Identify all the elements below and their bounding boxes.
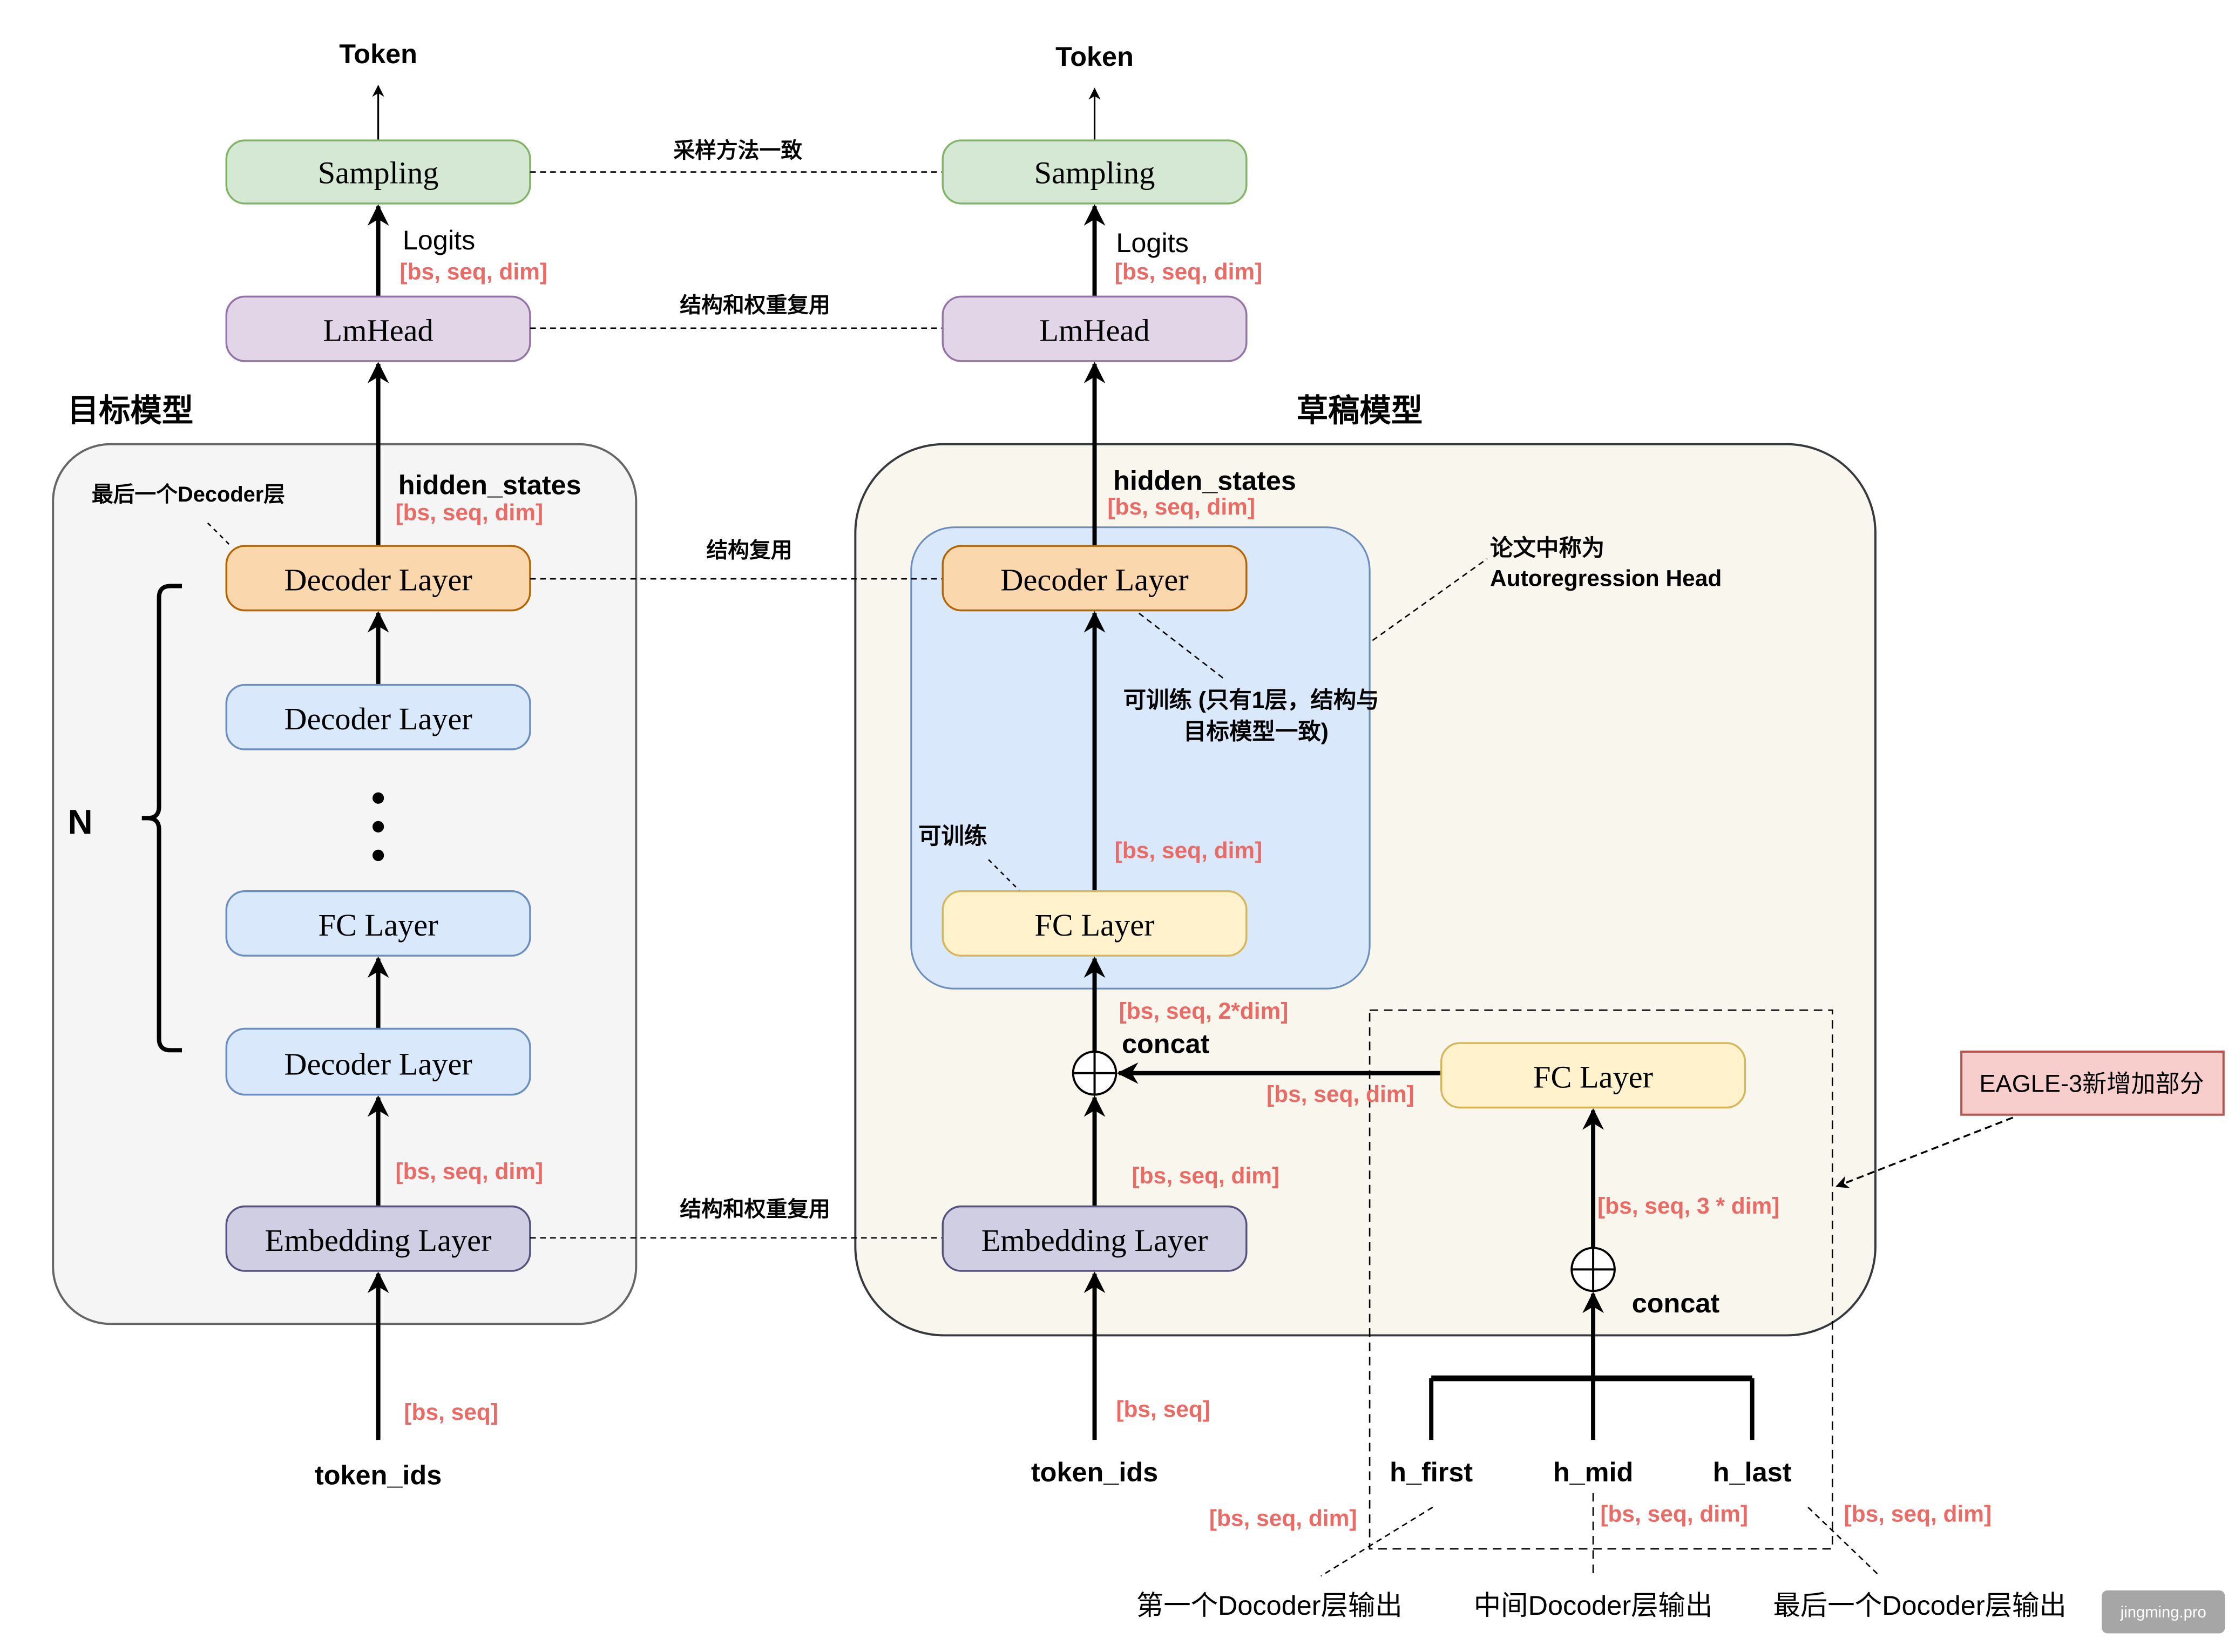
eagle3-concat-label: concat xyxy=(1632,1288,1720,1318)
h-mid-label: h_mid xyxy=(1553,1457,1633,1487)
draft-concat-label: concat xyxy=(1122,1028,1210,1059)
h-first-shape: [bs, seq, dim] xyxy=(1209,1505,1357,1531)
autoregression-note-leader xyxy=(1372,558,1488,641)
h-last-desc: 最后一个Docoder层输出 xyxy=(1773,1590,2066,1621)
decoder-note-leader xyxy=(1138,612,1227,681)
h-last-label: h_last xyxy=(1713,1457,1792,1487)
draft-lmhead-box xyxy=(942,295,1248,362)
target-embedding-layer-label: Embedding Layer xyxy=(265,1223,492,1258)
autoregression-head-container xyxy=(910,526,1371,990)
target-fc-layer-label: FC Layer xyxy=(319,908,438,943)
h-last-desc-leader xyxy=(1807,1506,1880,1577)
target-input-shape: [bs, seq] xyxy=(404,1399,498,1425)
draft-embedding-layer-label: Embedding Layer xyxy=(981,1223,1208,1258)
target-lmhead-label: LmHead xyxy=(323,313,433,348)
h-first-desc: 第一个Docoder层输出 xyxy=(1136,1590,1403,1621)
draft-embedding-layer xyxy=(942,1205,1248,1272)
target-model-title: 目标模型 xyxy=(67,393,193,428)
watermark-badge xyxy=(2102,1590,2225,1634)
draft-hidden-states-shape: [bs, seq, dim] xyxy=(1107,494,1255,519)
eagle3-new-part-region xyxy=(1369,1009,1833,1550)
embedding-link-label: 结构和权重复用 xyxy=(680,1197,830,1221)
eagle3-fc-layer xyxy=(1440,1042,1746,1109)
target-decoder-layer xyxy=(225,683,531,750)
autoregression-note-line2: Autoregression Head xyxy=(1490,565,1722,591)
draft-model-title: 草稿模型 xyxy=(1297,393,1423,428)
target-decoder-layer-label: Decoder Layer xyxy=(284,701,472,736)
ellipsis-dot xyxy=(372,849,384,862)
eagle3-fc-layer-label: FC Layer xyxy=(1533,1059,1653,1094)
draft-embedding-out-shape: [bs, seq, dim] xyxy=(1132,1163,1280,1188)
target-hidden-states-label: hidden_states xyxy=(398,470,581,500)
h-mid-shape: [bs, seq, dim] xyxy=(1600,1501,1748,1526)
draft-fc-out-shape: [bs, seq, dim] xyxy=(1115,838,1263,863)
draft-fc-layer xyxy=(942,890,1248,957)
target-output-token-label: Token xyxy=(339,38,417,69)
eagle3-callout-arrow xyxy=(1835,1116,2014,1188)
target-decoder-layer-first-label: Decoder Layer xyxy=(284,1046,472,1081)
eagle3-concat-out-shape: [bs, seq, 3 * dim] xyxy=(1597,1193,1779,1218)
draft-fc-layer-label: FC Layer xyxy=(1034,908,1154,943)
target-model-container xyxy=(52,443,638,1325)
draft-sampling-label: Sampling xyxy=(1034,155,1155,191)
last-decoder-note: 最后一个Decoder层 xyxy=(92,483,285,506)
autoregression-note-line1: 论文中称为 xyxy=(1490,536,1604,561)
h-first-label: h_first xyxy=(1390,1457,1473,1487)
draft-concat-out-shape: [bs, seq, 2*dim] xyxy=(1119,998,1289,1024)
h-first-desc-leader xyxy=(1320,1506,1433,1577)
target-decoder-layer-first xyxy=(225,1027,531,1096)
eagle3-fc-out-shape: [bs, seq, dim] xyxy=(1266,1081,1414,1107)
ellipsis-dot xyxy=(372,821,384,832)
eagle3-concat-operator-icon xyxy=(1570,1247,1616,1292)
target-logits-shape: [bs, seq, dim] xyxy=(399,259,547,285)
target-logits-label: Logits xyxy=(403,225,476,255)
watermark-text: jingming.pro xyxy=(2120,1604,2206,1621)
draft-output-token-label: Token xyxy=(1055,41,1134,72)
decoder-note-line2: 目标模型一致) xyxy=(1183,719,1329,744)
draft-concat-operator-icon xyxy=(1072,1050,1118,1096)
draft-lmhead-label: LmHead xyxy=(1039,313,1149,348)
eagle3-input-bracket xyxy=(1429,1291,1755,1440)
target-hidden-states-shape: [bs, seq, dim] xyxy=(395,499,543,525)
h-last-shape: [bs, seq, dim] xyxy=(1844,1501,1992,1526)
target-fc-layer xyxy=(225,890,531,957)
draft-sampling-box xyxy=(942,139,1248,205)
repeat-count-label: N xyxy=(68,803,93,842)
target-decoder-layer-last-label: Decoder Layer xyxy=(284,562,472,597)
repeat-brace xyxy=(141,584,182,1053)
draft-logits-shape: [bs, seq, dim] xyxy=(1115,259,1263,285)
draft-decoder-layer-label: Decoder Layer xyxy=(1000,562,1188,597)
draft-input-shape: [bs, seq] xyxy=(1116,1397,1210,1422)
draft-input-label: token_ids xyxy=(1031,1457,1158,1487)
decoder-note-line1: 可训练 (只有1层，结构与 xyxy=(1123,687,1379,713)
draft-logits-label: Logits xyxy=(1116,227,1189,258)
draft-decoder-layer xyxy=(942,545,1248,612)
sampling-link-label: 采样方法一致 xyxy=(673,139,802,163)
draft-hidden-states-label: hidden_states xyxy=(1113,465,1296,496)
eagle3-callout-box xyxy=(1960,1050,2225,1116)
fc-note-leader xyxy=(988,859,1021,892)
decoder-link-label: 结构复用 xyxy=(706,538,792,562)
ellipsis-dot xyxy=(372,792,384,804)
target-sampling-label: Sampling xyxy=(318,155,439,191)
fc-note: 可训练 xyxy=(918,823,987,849)
eagle3-callout-label: EAGLE-3新增加部分 xyxy=(1980,1069,2204,1097)
h-mid-desc: 中间Docoder层输出 xyxy=(1474,1590,1713,1621)
target-input-label: token_ids xyxy=(315,1459,442,1490)
lmhead-link-label: 结构和权重复用 xyxy=(680,294,830,317)
target-embedding-shape: [bs, seq, dim] xyxy=(395,1159,543,1184)
